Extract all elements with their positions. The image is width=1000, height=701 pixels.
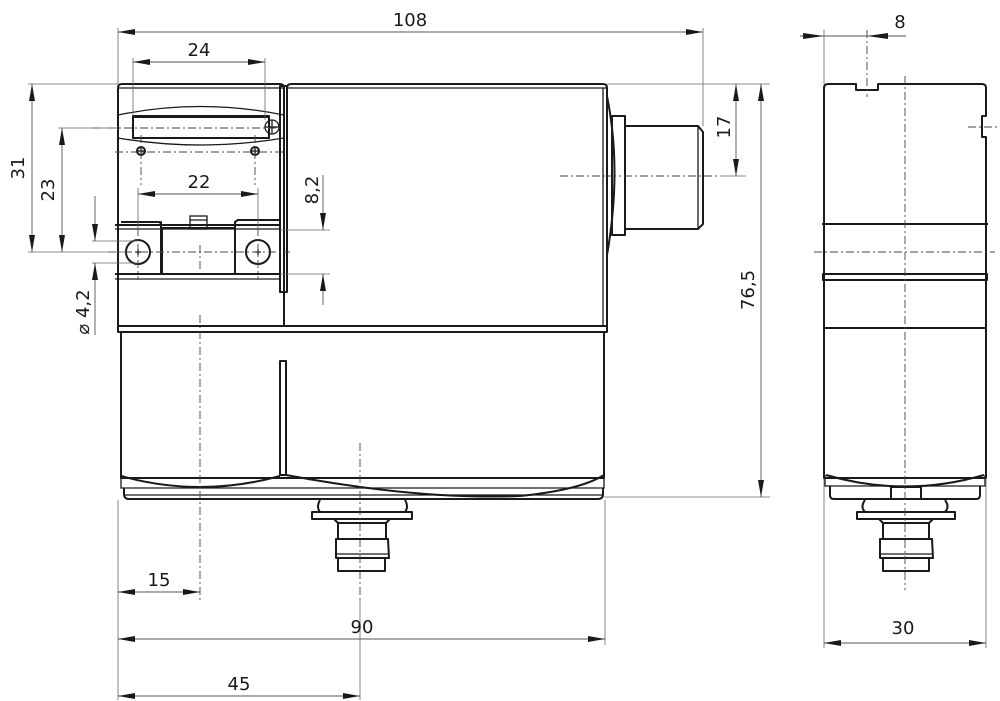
dim-45: 45	[228, 674, 251, 695]
dim-24: 24	[188, 40, 211, 61]
dim-8-2: 8,2	[302, 176, 323, 205]
dim-hole-diameter: ⌀ 4,2	[73, 289, 94, 334]
dim-23: 23	[38, 179, 59, 202]
dimension-lines	[29, 29, 986, 699]
dimension-labels: 108 24 31 23 22 ⌀ 4,2 8,2 17 76,5 15 90 …	[8, 10, 914, 695]
front-centerlines	[92, 127, 720, 600]
screw-head-icon	[264, 119, 280, 135]
dim-90: 90	[351, 617, 374, 638]
dim-22: 22	[188, 172, 211, 193]
dim-15: 15	[148, 570, 171, 591]
bottom-connector	[311, 499, 413, 572]
dim-17: 17	[714, 116, 735, 139]
dim-108: 108	[393, 10, 427, 31]
front-view	[115, 83, 704, 572]
side-centerlines	[814, 30, 1000, 590]
dim-76-5: 76,5	[738, 270, 759, 310]
dim-30: 30	[892, 618, 915, 639]
dim-8: 8	[894, 12, 905, 33]
dim-31: 31	[8, 157, 29, 180]
extension-lines	[28, 28, 987, 700]
